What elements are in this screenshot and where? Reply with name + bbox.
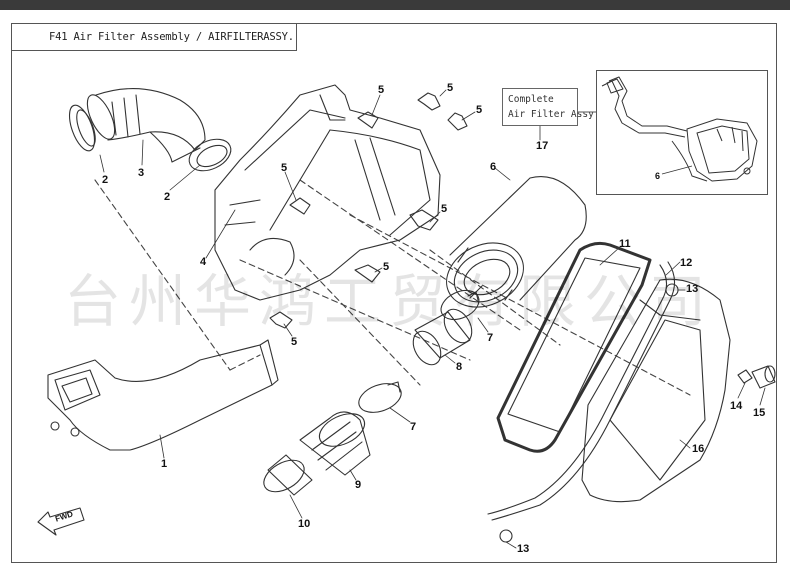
part-16-airbox-cover: [581, 278, 731, 503]
part-14-clip: [737, 369, 753, 384]
part-7-clamp-upper: [440, 289, 480, 321]
watermark: 台州华鸿工贸有限公司: [64, 269, 714, 335]
part-label-16: 16: [692, 443, 705, 455]
part-7-clamp-lower: [358, 381, 402, 413]
part-label-9: 9: [355, 479, 362, 491]
part-label-17: 17: [536, 140, 549, 152]
part-label-6: 6: [490, 161, 497, 173]
part-3-elbow-duct: [86, 88, 206, 163]
part-label-5-e: 5: [441, 203, 448, 215]
part-label-4: 4: [200, 256, 207, 268]
part-label-1: 1: [161, 458, 168, 470]
part-label-5-g: 5: [291, 336, 298, 348]
complete-assembly-drawing: [601, 76, 758, 182]
part-label-11: 11: [619, 238, 631, 250]
part-label-2-right: 2: [164, 191, 171, 203]
top-bar: [0, 0, 790, 10]
part-label-13-top: 13: [686, 283, 699, 295]
part-label-5-a: 5: [378, 84, 385, 96]
part-label-5-b: 5: [447, 82, 454, 94]
part-label-7-upper: 7: [487, 332, 494, 344]
part-2-ring-left: [68, 104, 96, 152]
part-label-3: 3: [138, 167, 145, 179]
part-9-intake-boot: [299, 411, 371, 476]
diagram-title: F41 Air Filter Assembly / AIRFILTERASSY.: [11, 23, 297, 51]
inset-part-label: 6: [655, 171, 661, 181]
assembly-guide-lines: [94, 179, 691, 396]
part-label-10: 10: [298, 518, 311, 530]
callout-line-2: Air Filter Assy: [508, 109, 594, 120]
part-8-coupler: [412, 308, 473, 366]
part-15-plug: [751, 365, 776, 389]
part-label-5-f: 5: [383, 261, 390, 273]
complete-assembly-callout: Complete Air Filter Assy: [502, 88, 594, 126]
part-2-ring-right: [188, 138, 232, 172]
part-12-drain-hose: [487, 261, 676, 521]
part-label-8: 8: [456, 361, 463, 373]
callout-line-1: Complete: [508, 94, 554, 105]
part-10-boot-end: [263, 454, 313, 496]
part-13-clip-bottom: [499, 529, 513, 543]
part-label-14: 14: [730, 400, 743, 412]
part-label-13-bottom: 13: [517, 543, 530, 555]
part-11-gasket: [496, 241, 652, 453]
part-4-airbox: [214, 84, 441, 301]
fwd-arrow-icon: [37, 507, 85, 536]
part-label-15: 15: [753, 407, 766, 419]
part-6-filter-element: [446, 176, 587, 308]
part-label-7-lower: 7: [410, 421, 417, 433]
complete-assembly-inset: 6: [596, 70, 768, 195]
part-label-5-d: 5: [281, 162, 288, 174]
part-1-intake-duct: [47, 339, 279, 451]
part-label-12: 12: [680, 257, 693, 269]
part-label-2-left: 2: [102, 174, 109, 186]
part-label-5-c: 5: [476, 104, 483, 116]
part-5-clips: [269, 92, 468, 329]
diagram-frame: [11, 23, 777, 563]
